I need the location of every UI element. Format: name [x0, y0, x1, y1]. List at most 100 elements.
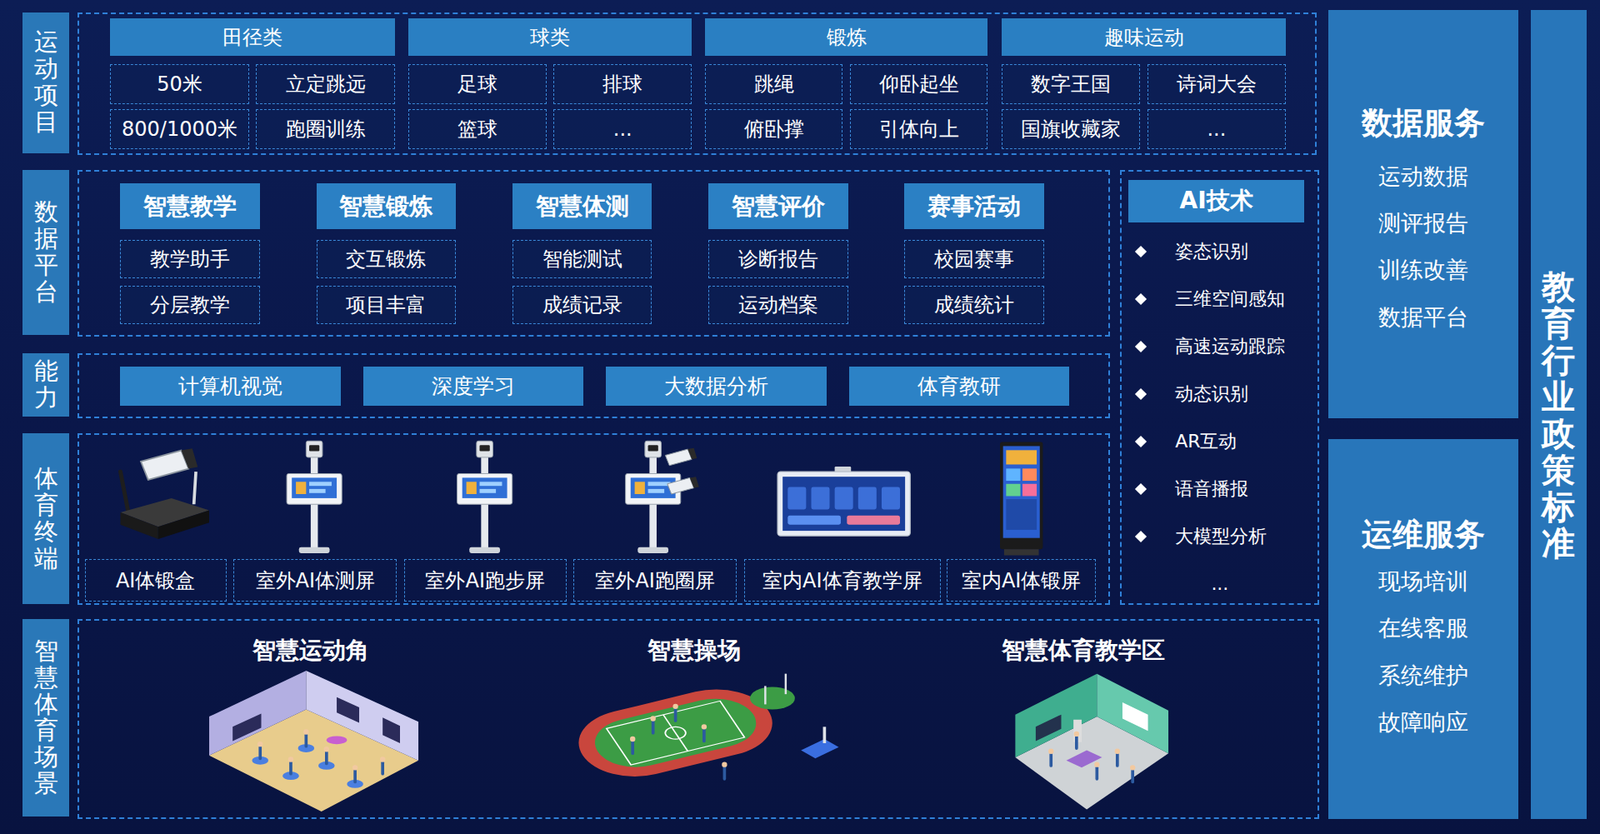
module-header: 智慧锻炼: [316, 183, 457, 230]
section-title: 体育终端: [34, 465, 59, 573]
item-cell: ...: [1147, 109, 1286, 150]
item-cell: 数字王国: [1001, 64, 1140, 105]
capability-bar: 计算机视觉: [120, 366, 340, 407]
section-label: 体育终端: [22, 433, 70, 604]
item-cell: 立定跳远: [255, 64, 395, 105]
box-text: 智能测试: [542, 245, 623, 273]
panel-title: 运维服务: [1328, 515, 1519, 555]
box-text: 田径类: [222, 24, 283, 51]
item-cell: 800/1000米: [110, 109, 250, 150]
terminal-label: AI体锻盒: [85, 559, 227, 602]
box-text: 教学助手: [150, 245, 230, 273]
terminal-label: 室外AI跑步屏: [404, 559, 567, 602]
terminal-label: 室外AI跑圈屏: [573, 559, 737, 602]
box-text: 智慧锻炼: [339, 190, 433, 223]
panel-item: 测评报告: [1328, 209, 1519, 238]
panel-item: 故障响应: [1328, 708, 1519, 737]
box-text: 引体向上: [879, 115, 960, 143]
terminal-label: 室内AI体育教学屏: [744, 559, 941, 602]
box-text: 锻炼: [826, 24, 867, 51]
section-title: 运动项目: [34, 29, 59, 136]
ai-panel: AI技术姿态识别三维空间感知高速运动跟踪动态识别AR互动语音播报大模型分析...: [1120, 170, 1320, 605]
ai-header: AI技术: [1128, 180, 1305, 223]
service-panel: 数据服务运动数据测评报告训练改善数据平台: [1328, 10, 1519, 419]
box-text: 智慧教学: [143, 190, 237, 223]
box-text: 足球: [457, 70, 498, 98]
ellipsis-text: ...: [1121, 572, 1318, 596]
box-text: 室外AI跑步屏: [425, 567, 545, 595]
box-text: 国旗收藏家: [1020, 115, 1121, 143]
ai-capability: 高速运动跟踪: [1175, 335, 1285, 359]
panel-item: 在线客服: [1328, 614, 1519, 643]
box-text: 智慧评价: [731, 190, 825, 223]
panel-item: 数据平台: [1328, 303, 1519, 332]
box-text: 室外AI跑圈屏: [595, 567, 715, 595]
item-cell: 跑圈训练: [255, 109, 395, 150]
module-header: 智慧教学: [120, 183, 260, 230]
bullet-diamond: [1135, 293, 1147, 305]
section-region: 数据平台智慧教学教学助手分层教学智慧锻炼交互锻炼项目丰富智慧体测智能测试成绩记录…: [77, 170, 1110, 337]
section-region: 体育终端AI体锻盒室外AI体测屏室外AI跑步屏室外AI跑圈屏室内AI体育教学屏室…: [77, 433, 1110, 605]
feature-cell: 交互锻炼: [316, 240, 457, 280]
box-text: 项目丰富: [345, 291, 426, 319]
box-text: 跳绳: [754, 70, 795, 98]
item-cell: 引体向上: [850, 109, 988, 150]
scene-title: 智慧体育教学区: [1001, 636, 1165, 665]
feature-cell: 成绩统计: [904, 285, 1045, 325]
section-label: 运动项目: [22, 12, 70, 154]
ai-capability: 三维空间感知: [1175, 287, 1285, 311]
box-text: 大数据分析: [664, 372, 769, 400]
box-text: AI体锻盒: [115, 567, 196, 595]
policy-text: 教育行业政策标准: [1541, 268, 1575, 562]
section-title: 智慧体育场景: [34, 638, 59, 798]
panel-title: 数据服务: [1328, 103, 1519, 144]
capability-bar: 大数据分析: [605, 366, 826, 407]
panel-item: 现场培训: [1328, 567, 1519, 596]
box-text: 篮球: [457, 115, 498, 143]
scene-title: 智慧操场: [647, 636, 741, 665]
box-text: 800/1000米: [121, 115, 238, 143]
bullet-diamond: [1135, 388, 1147, 400]
bullet-diamond: [1135, 245, 1147, 258]
feature-cell: 智能测试: [512, 240, 653, 280]
section-label: 智慧体育场景: [22, 619, 70, 816]
box-text: 排球: [602, 70, 643, 98]
box-text: 诗词大会: [1176, 70, 1257, 98]
policy-bar: 教育行业政策标准: [1530, 10, 1587, 820]
section-title: 能力: [34, 358, 59, 412]
box-text: 校园赛事: [934, 245, 1015, 273]
box-text: 成绩记录: [542, 291, 623, 319]
bullet-diamond: [1135, 340, 1147, 353]
box-text: 趣味运动: [1104, 24, 1185, 51]
box-text: 体育教研: [917, 372, 1001, 400]
box-text: 仰卧起坐: [879, 70, 960, 98]
terminal-label: 室内AI体锻屏: [946, 559, 1096, 602]
scene-title: 智慧运动角: [252, 636, 370, 665]
feature-cell: 项目丰富: [316, 285, 457, 325]
feature-cell: 成绩记录: [512, 285, 653, 325]
feature-cell: 教学助手: [120, 240, 260, 280]
item-cell: 排球: [553, 64, 692, 105]
item-cell: ...: [553, 109, 692, 150]
box-text: 室内AI体锻屏: [961, 567, 1082, 595]
box-text: 室外AI体测屏: [255, 567, 376, 595]
category-header: 球类: [408, 18, 692, 56]
box-text: 成绩统计: [934, 291, 1015, 319]
item-cell: 篮球: [408, 109, 547, 150]
box-text: 分层教学: [150, 291, 230, 319]
item-cell: 足球: [408, 64, 547, 105]
box-text: 交互锻炼: [345, 245, 426, 273]
feature-cell: 运动档案: [708, 285, 849, 325]
feature-cell: 分层教学: [120, 285, 260, 325]
box-text: 智慧体测: [535, 190, 630, 223]
ai-capability: 动态识别: [1175, 382, 1249, 406]
item-cell: 50米: [110, 64, 250, 105]
box-text: 诊断报告: [738, 245, 819, 273]
item-cell: 跳绳: [705, 64, 843, 105]
panel-item: 训练改善: [1328, 255, 1519, 285]
item-cell: 诗词大会: [1147, 64, 1286, 105]
section-title: 数据平台: [34, 199, 59, 306]
category-header: 趣味运动: [1001, 18, 1285, 56]
section-label: 能力: [22, 353, 70, 417]
